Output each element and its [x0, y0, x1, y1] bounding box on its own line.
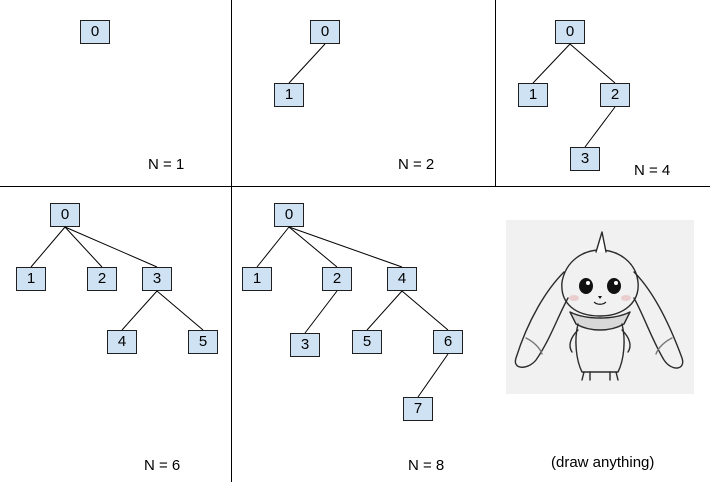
tree-node-n8-5: 5	[352, 330, 382, 354]
tree-node-n8-2: 2	[322, 267, 352, 291]
edge-n6-0-1	[30, 226, 66, 268]
edge-n8-0-4	[288, 226, 403, 268]
edge-n6-3-5	[156, 290, 204, 331]
tree-node-n6-0: 0	[50, 203, 80, 227]
tree-node-n6-3: 3	[142, 267, 172, 291]
tree-node-n8-4: 4	[387, 267, 417, 291]
edge-n8-6-7	[417, 353, 449, 398]
tree-node-n2-1: 1	[274, 83, 304, 107]
edge-n8-4-6	[401, 290, 449, 331]
tree-node-n6-2: 2	[87, 267, 117, 291]
grid-divider-vertical-left	[231, 0, 232, 482]
grid-divider-vertical-right	[495, 0, 496, 186]
edge-n6-0-3	[64, 226, 158, 268]
tree-node-n8-1: 1	[242, 267, 272, 291]
edge-n8-0-1	[256, 226, 290, 268]
tree-node-n6-4: 4	[107, 330, 137, 354]
tree-node-n8-7: 7	[403, 397, 433, 421]
label-n2: N = 2	[398, 156, 435, 173]
grid-divider-horizontal	[0, 186, 710, 187]
tree-node-n4-3: 3	[570, 147, 600, 171]
edge-n8-0-2	[288, 226, 338, 268]
tree-node-n4-2: 2	[600, 83, 630, 107]
label-n8: N = 8	[408, 457, 445, 474]
tree-node-n6-5: 5	[188, 330, 218, 354]
tree-node-n8-3: 3	[290, 333, 320, 357]
edge-n4-2-3	[584, 106, 616, 148]
edge-n4-0-1	[532, 43, 571, 84]
tree-node-n4-1: 1	[518, 83, 548, 107]
tree-node-n1-0: 0	[80, 20, 110, 44]
tree-node-n6-1: 1	[16, 267, 46, 291]
edge-n2-0-1	[288, 43, 326, 84]
label-n1: N = 1	[148, 156, 185, 173]
tree-node-n2-0: 0	[310, 20, 340, 44]
label-n6: N = 6	[144, 457, 181, 474]
creature-drawing	[506, 220, 694, 394]
edge-n6-0-2	[64, 226, 103, 268]
label-n4: N = 4	[634, 162, 671, 179]
tree-node-n8-0: 0	[274, 203, 304, 227]
edge-n6-3-4	[121, 290, 158, 331]
edge-n8-4-5	[366, 290, 403, 331]
tree-node-n4-0: 0	[555, 20, 585, 44]
edge-n8-2-3	[304, 290, 338, 334]
label-draw-anything: (draw anything)	[551, 454, 655, 471]
tree-node-n8-6: 6	[433, 330, 463, 354]
edge-n4-0-2	[569, 43, 616, 84]
